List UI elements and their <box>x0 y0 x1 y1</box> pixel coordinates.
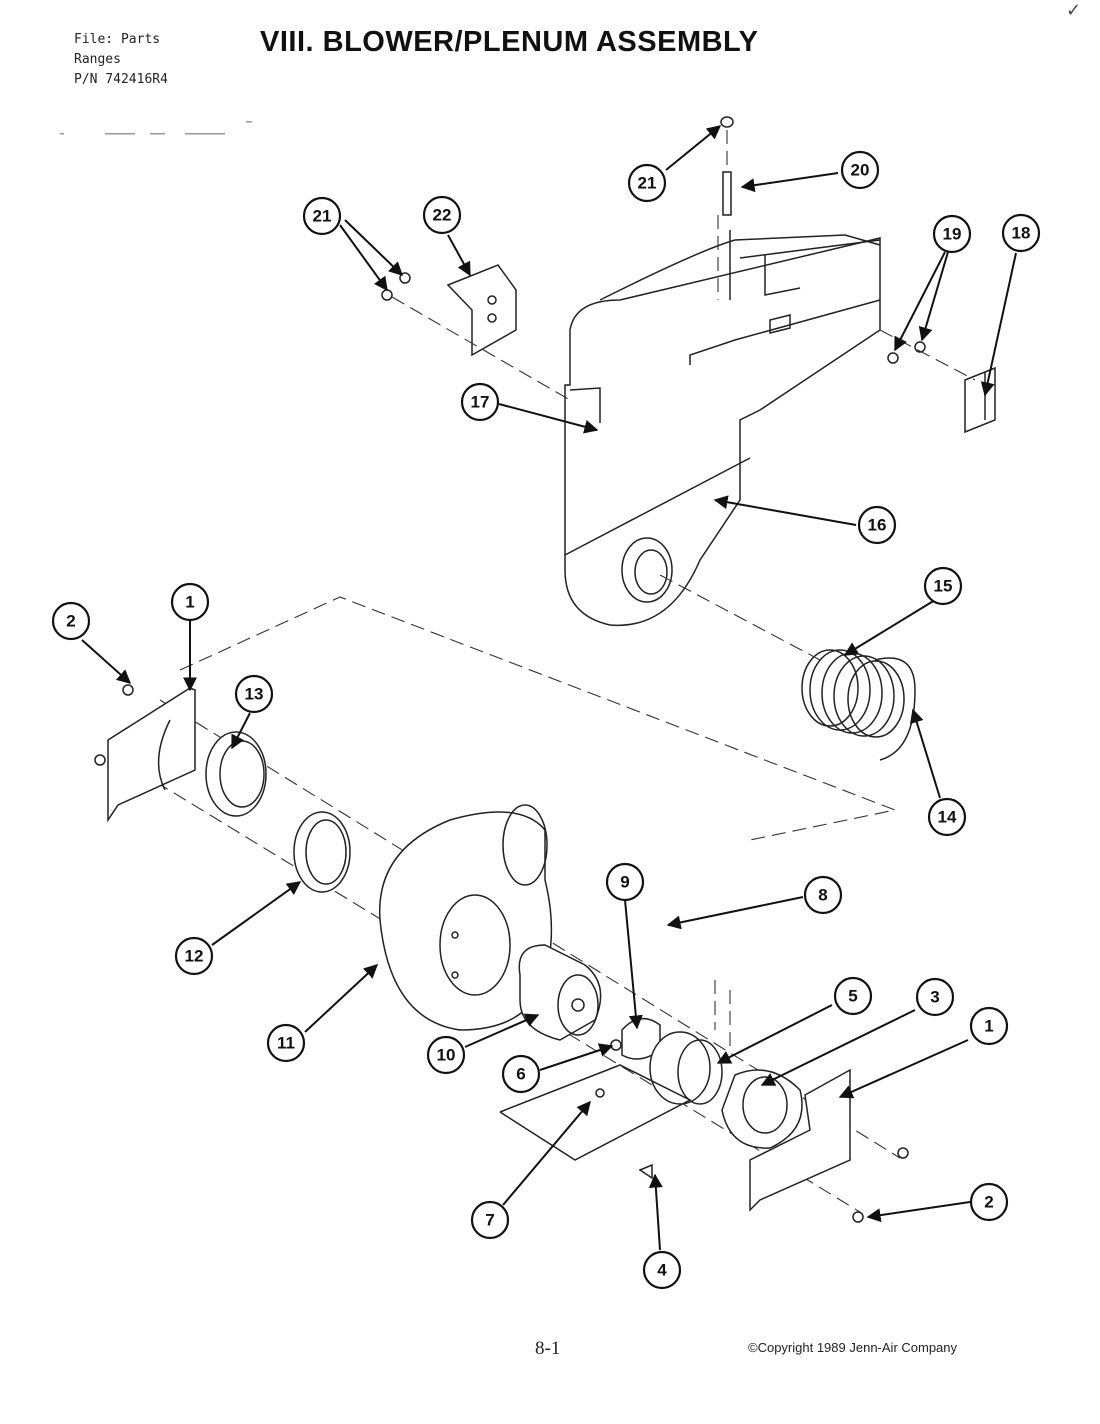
callout-11-label: 11 <box>277 1034 295 1053</box>
callout-19: 19 <box>932 214 972 254</box>
callout-13: 13 <box>234 674 274 714</box>
callout-2-left-label: 2 <box>66 612 75 631</box>
left-mount-assembly <box>94 684 351 893</box>
callout-5-label: 5 <box>848 987 857 1006</box>
base-plate <box>499 1064 692 1161</box>
callout-8: 8 <box>803 875 843 915</box>
callout-10: 10 <box>426 1035 466 1075</box>
callout-11: 11 <box>266 1023 306 1063</box>
callout-14-label: 14 <box>938 808 957 827</box>
callout-2-right: 2 <box>969 1182 1009 1222</box>
callout-12-label: 12 <box>185 947 204 966</box>
callout-20: 20 <box>840 150 880 190</box>
page-number: 8-1 <box>535 1338 561 1359</box>
callout-14: 14 <box>927 797 967 837</box>
callout-9: 9 <box>605 862 645 902</box>
callout-3: 3 <box>915 977 955 1017</box>
corner-check-mark: ✓ <box>1066 0 1082 21</box>
callout-22: 22 <box>422 195 462 235</box>
callout-6: 6 <box>501 1054 541 1094</box>
callout-12: 12 <box>174 936 214 976</box>
callout-16: 16 <box>857 505 897 545</box>
callout-7-label: 7 <box>485 1211 494 1230</box>
flex-duct <box>659 574 916 761</box>
callout-5: 5 <box>833 976 873 1016</box>
left-bracket <box>381 264 571 401</box>
blower-wheel <box>518 944 602 1041</box>
leader-lines <box>81 125 1017 1251</box>
callout-21-left-label: 21 <box>313 207 332 226</box>
callout-3-label: 3 <box>930 988 939 1007</box>
top-screw-and-rod <box>717 116 734 300</box>
callout-15: 15 <box>923 566 963 606</box>
callout-19-label: 19 <box>943 225 962 244</box>
header-part-number: P/N 742416R4 <box>74 72 168 87</box>
callout-13-label: 13 <box>245 685 264 704</box>
callout-20-label: 20 <box>851 161 870 180</box>
callout-1-right-label: 1 <box>984 1017 993 1036</box>
callout-18-label: 18 <box>1012 224 1031 243</box>
callout-4: 4 <box>642 1250 682 1290</box>
callout-2-right-label: 2 <box>984 1193 993 1212</box>
callout-1-left: 1 <box>170 582 210 622</box>
callout-21-top: 21 <box>627 163 667 203</box>
callout-17: 17 <box>460 382 500 422</box>
blower-housing <box>378 804 553 1031</box>
callout-10-label: 10 <box>437 1046 456 1065</box>
callout-16-label: 16 <box>868 516 887 535</box>
callout-1-left-label: 1 <box>185 593 194 612</box>
blower-motor <box>649 980 731 1105</box>
scan-specks <box>60 121 252 135</box>
callout-21-top-label: 21 <box>638 174 657 193</box>
page-title: VIII. BLOWER/PLENUM ASSEMBLY <box>260 26 759 58</box>
copyright-notice: ©Copyright 1989 Jenn-Air Company <box>748 1340 958 1355</box>
callout-1-right: 1 <box>969 1006 1009 1046</box>
callout-4-label: 4 <box>657 1261 667 1280</box>
callout-8-label: 8 <box>818 886 827 905</box>
callout-7: 7 <box>470 1200 510 1240</box>
plenum-housing <box>564 230 881 627</box>
callout-22-label: 22 <box>433 206 452 225</box>
callout-17-label: 17 <box>471 393 490 412</box>
callout-9-label: 9 <box>620 873 629 892</box>
header-file-line: File: Parts <box>74 32 161 47</box>
callout-21-left: 21 <box>302 196 342 236</box>
callout-18: 18 <box>1001 213 1041 253</box>
callout-15-label: 15 <box>934 577 953 596</box>
callout-6-label: 6 <box>516 1065 525 1084</box>
callout-2-left: 2 <box>51 601 91 641</box>
header-category-line: Ranges <box>74 52 121 67</box>
